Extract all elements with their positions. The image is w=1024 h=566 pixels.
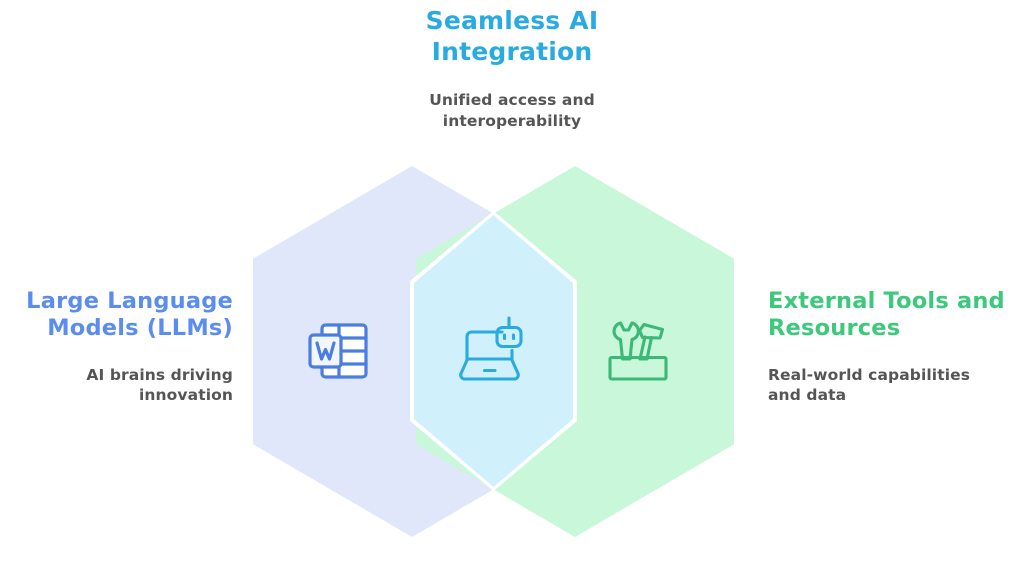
label-right-tools: External Tools and Resources Real-world … [768, 288, 1018, 406]
right-subtitle-line1: Real-world capabilities [768, 365, 971, 384]
center-title-line1: Seamless AI [425, 6, 599, 35]
center-title: Seamless AI Integration [337, 6, 687, 67]
right-subtitle: Real-world capabilities and data [768, 365, 1018, 406]
laptop-robot-icon [453, 311, 533, 391]
right-title: External Tools and Resources [768, 288, 1018, 343]
center-title-line2: Integration [431, 36, 593, 66]
left-title-line2: Models (LLMs) [47, 315, 233, 342]
left-subtitle-line2: innovation [139, 386, 233, 405]
right-title-line1: External Tools and [768, 288, 1005, 314]
left-title-line1: Large Language [26, 288, 233, 314]
left-title: Large Language Models (LLMs) [0, 288, 233, 343]
hexagon-center-integration [414, 215, 573, 487]
word-document-icon [300, 311, 380, 391]
left-subtitle: AI brains driving innovation [0, 365, 233, 406]
center-subtitle-line1: Unified access and [429, 91, 595, 109]
right-subtitle-line2: and data [768, 386, 847, 405]
word-document-icon-svg [308, 323, 368, 379]
label-center-integration: Seamless AI Integration Unified access a… [337, 6, 687, 131]
label-left-llm: Large Language Models (LLMs) AI brains d… [0, 288, 233, 406]
center-subtitle: Unified access and interoperability [337, 90, 687, 131]
laptop-robot-icon-svg [459, 316, 523, 381]
toolbox-wrench-hammer-icon-svg [608, 321, 668, 381]
toolbox-wrench-hammer-icon [598, 311, 678, 391]
right-title-line2: Resources [768, 315, 901, 342]
center-subtitle-line2: interoperability [442, 111, 582, 130]
left-subtitle-line1: AI brains driving [86, 365, 233, 384]
